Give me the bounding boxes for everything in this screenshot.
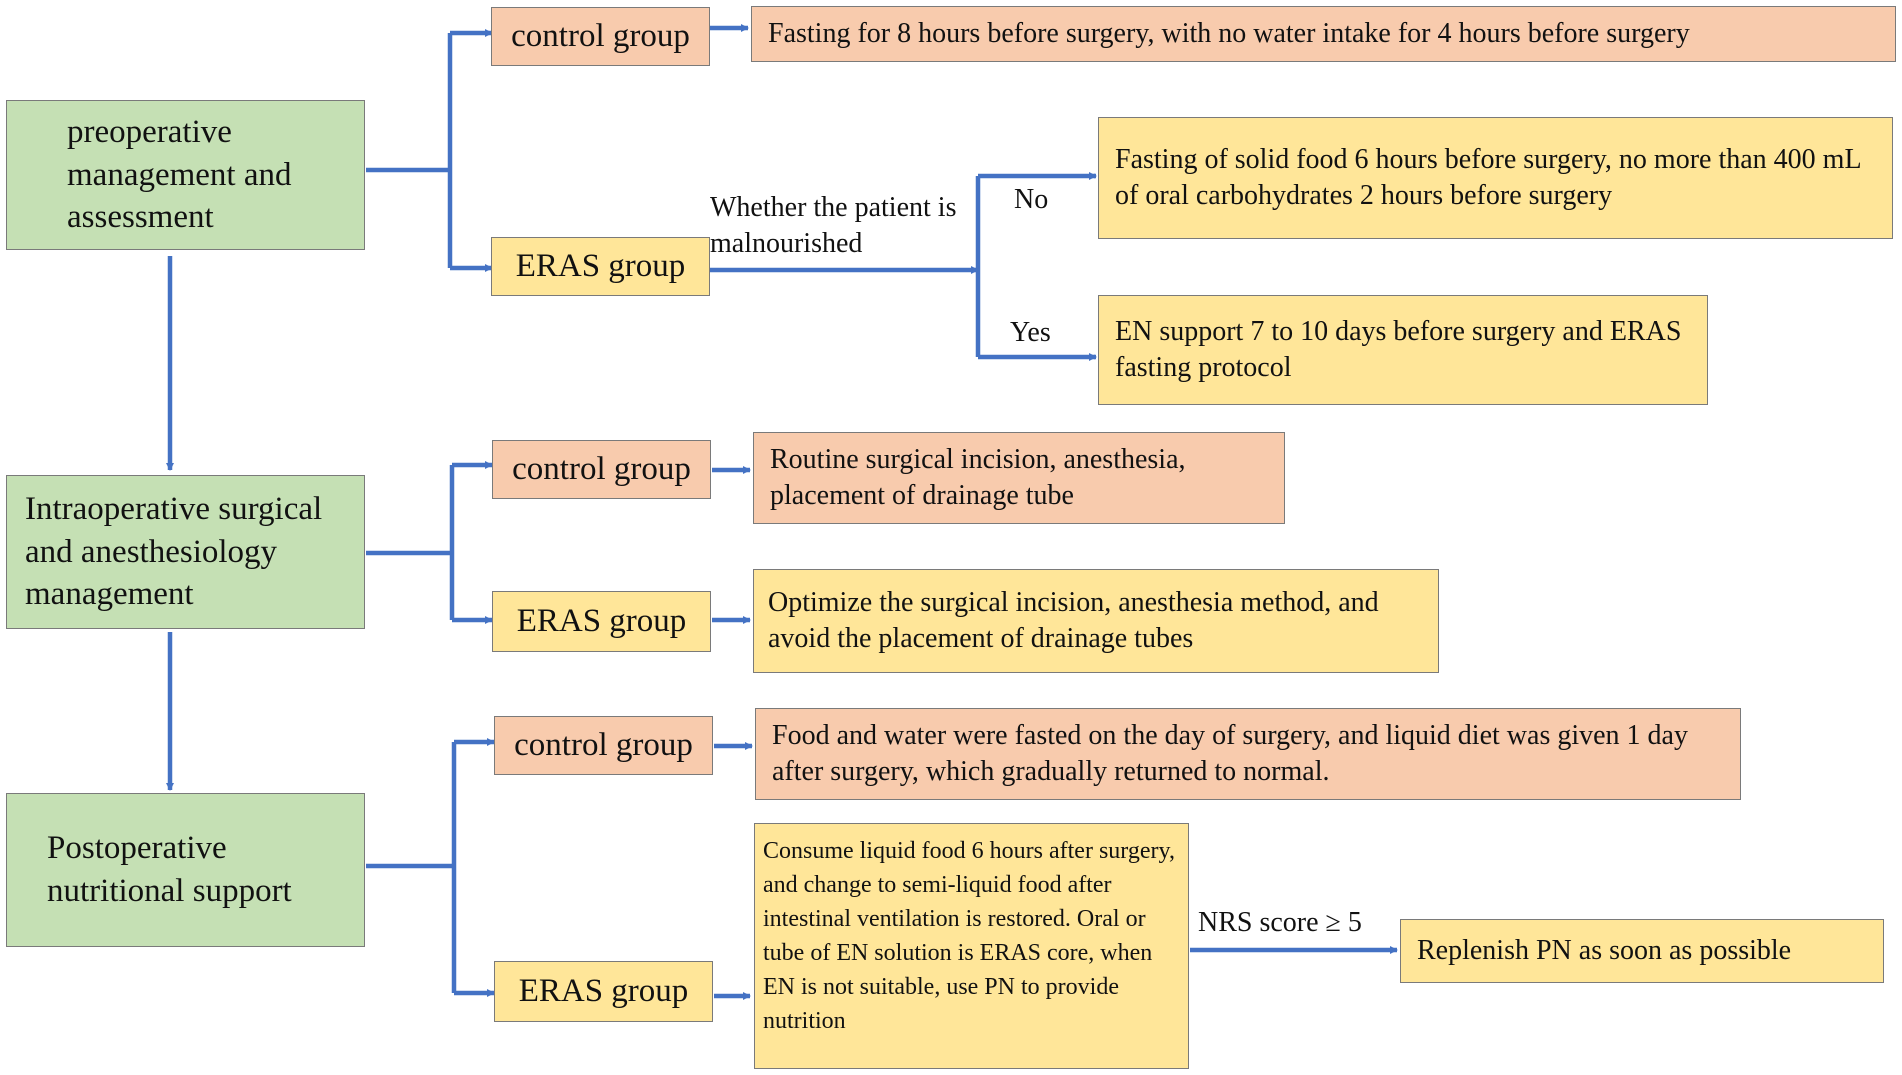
yes-label: Yes	[1010, 315, 1051, 351]
no-label: No	[1014, 182, 1048, 218]
pre-no-action: Fasting of solid food 6 hours before sur…	[1098, 117, 1893, 239]
intra-control-action: Routine surgical incision, anesthesia, p…	[753, 432, 1285, 524]
post-control-action: Food and water were fasted on the day of…	[755, 708, 1741, 800]
post-eras-action: Consume liquid food 6 hours after surger…	[754, 823, 1189, 1069]
decision-malnourished-label: Whether the patient is malnourished	[710, 190, 975, 263]
nrs-action: Replenish PN as soon as possible	[1400, 919, 1884, 983]
intra-eras-action-text: Optimize the surgical incision, anesthes…	[768, 586, 1379, 654]
post-control-group-label: control group	[514, 727, 693, 764]
stage-postoperative: Postoperative nutritional support	[6, 793, 365, 947]
intra-eras-group-label: ERAS group	[516, 603, 687, 640]
post-eras-group: ERAS group	[494, 961, 713, 1022]
pre-eras-group-label: ERAS group	[515, 248, 686, 285]
intra-control-group-label: control group	[512, 451, 691, 488]
no-label-text: No	[1014, 184, 1049, 215]
intra-eras-group: ERAS group	[492, 591, 711, 652]
pre-no-action-text: Fasting of solid food 6 hours before sur…	[1115, 143, 1861, 211]
stage-postoperative-label: Postoperative nutritional support	[47, 830, 292, 909]
post-eras-action-text: Consume liquid food 6 hours after surger…	[763, 838, 1175, 1035]
nrs-score-text: NRS score ≥ 5	[1198, 907, 1362, 938]
intra-control-action-text: Routine surgical incision, anesthesia, p…	[770, 443, 1186, 511]
stage-intraoperative-label: Intraoperative surgical and anesthesiolo…	[25, 490, 323, 613]
post-eras-group-label: ERAS group	[518, 973, 689, 1010]
pre-control-group-label: control group	[511, 18, 690, 55]
stage-preoperative-label: preoperative management and assessment	[67, 113, 292, 236]
pre-yes-action-text: EN support 7 to 10 days before surgery a…	[1115, 315, 1682, 383]
pre-yes-action: EN support 7 to 10 days before surgery a…	[1098, 295, 1708, 405]
pre-control-group: control group	[491, 7, 710, 66]
decision-malnourished-text: Whether the patient is malnourished	[710, 192, 957, 260]
stage-intraoperative: Intraoperative surgical and anesthesiolo…	[6, 475, 365, 629]
nrs-score-label: NRS score ≥ 5	[1198, 905, 1362, 941]
branch-intraoperative	[366, 462, 490, 623]
post-control-action-text: Food and water were fasted on the day of…	[772, 719, 1688, 787]
intra-eras-action: Optimize the surgical incision, anesthes…	[753, 569, 1439, 673]
intra-control-group: control group	[492, 440, 711, 499]
stage-preoperative: preoperative management and assessment	[6, 100, 365, 250]
post-control-group: control group	[494, 716, 713, 775]
branch-preoperative	[366, 30, 490, 271]
yes-label-text: Yes	[1010, 317, 1051, 348]
branch-malnourished	[975, 173, 1095, 360]
pre-control-action: Fasting for 8 hours before surgery, with…	[751, 6, 1896, 62]
pre-eras-group: ERAS group	[491, 237, 710, 296]
pre-control-action-text: Fasting for 8 hours before surgery, with…	[768, 17, 1690, 49]
nrs-action-text: Replenish PN as soon as possible	[1417, 934, 1792, 966]
branch-postoperative	[366, 739, 492, 996]
